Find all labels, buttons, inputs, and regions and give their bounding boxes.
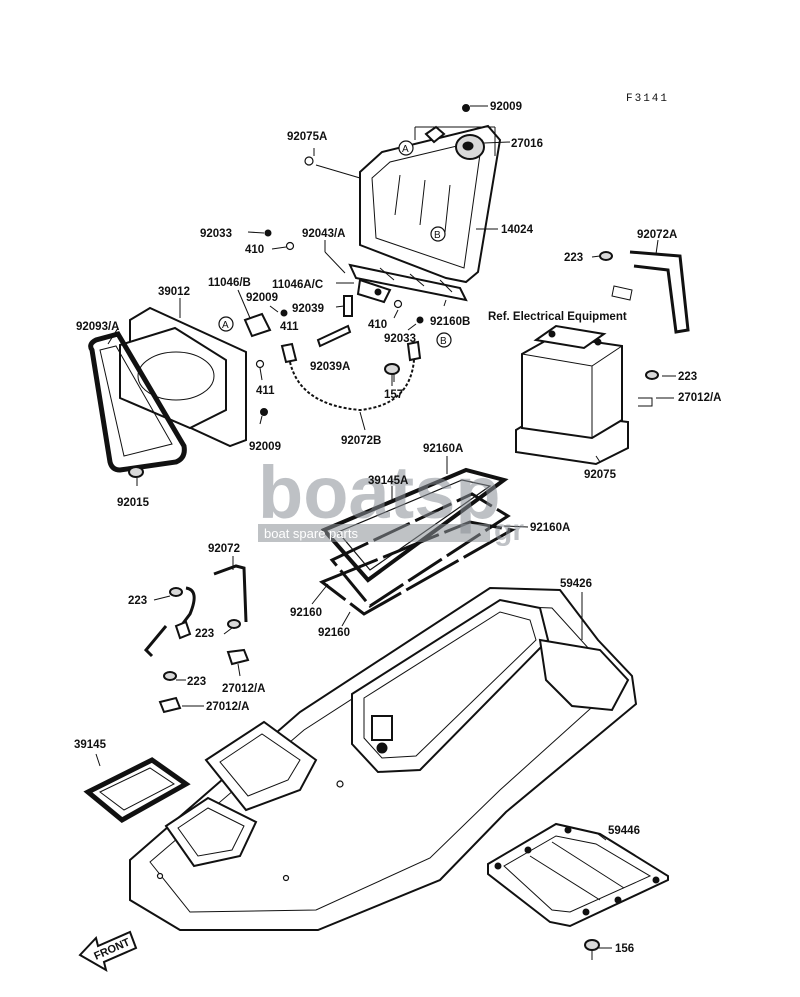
front-arrow: FRONT	[78, 930, 138, 973]
bracket-a	[243, 312, 272, 338]
label-92075a: 92075A	[287, 131, 327, 143]
label-410: 410	[245, 244, 264, 256]
gasket-92093a	[88, 331, 187, 473]
callout-a-case: A	[218, 316, 234, 332]
label-92075: 92075	[584, 469, 617, 481]
bolt-156	[584, 939, 600, 960]
part-labels: 92009 27016 92075A 14024 92033 410 92043…	[74, 101, 721, 955]
label-411-b: 411	[256, 385, 275, 397]
latch-27016	[424, 125, 485, 160]
strap-92072b	[280, 340, 422, 412]
rod-92043	[324, 251, 346, 274]
left-fasteners	[158, 587, 250, 714]
svg-text:B: B	[440, 336, 447, 347]
leader-lines	[95, 105, 676, 949]
ride-plate-59446	[487, 822, 669, 928]
watermark-tagline: boat spare parts	[264, 526, 358, 541]
label-39012: 39012	[158, 286, 190, 298]
screw-92009-top	[462, 104, 470, 112]
label-92009-b: 92009	[246, 292, 278, 304]
label-92160a-b: 92160A	[530, 522, 570, 534]
label-59446: 59446	[608, 825, 640, 837]
label-92039: 92039	[292, 303, 324, 315]
label-11046b: 11046/B	[208, 277, 251, 289]
pin-92039a	[316, 324, 352, 348]
label-223-c: 223	[128, 595, 147, 607]
label-223-d: 223	[195, 628, 214, 640]
label-92015: 92015	[117, 497, 150, 509]
callout-b-lid: B	[430, 226, 446, 242]
label-92033-b: 92033	[384, 333, 416, 345]
label-11046ac: 11046A/C	[272, 279, 323, 291]
label-411-a: 411	[280, 321, 299, 333]
label-92093a: 92093/A	[76, 321, 119, 333]
svg-text:A: A	[222, 320, 229, 331]
label-14024: 14024	[501, 224, 534, 236]
hull-59426	[129, 586, 638, 931]
bolt-157	[384, 363, 400, 386]
label-92160-a: 92160	[290, 607, 322, 619]
watermark-suffix: gr	[494, 514, 524, 547]
cap-92015	[128, 466, 144, 478]
strap-92072a	[611, 250, 690, 334]
label-92043a: 92043/A	[302, 228, 345, 240]
svg-text:A: A	[402, 144, 409, 155]
label-223-e: 223	[187, 676, 206, 688]
label-59426: 59426	[560, 578, 592, 590]
watermark: boatsp boat spare parts gr	[258, 451, 524, 547]
label-92072: 92072	[208, 543, 240, 555]
label-39145: 39145	[74, 739, 107, 751]
label-27012a-b: 27012/A	[222, 683, 265, 695]
label-223-b: 223	[678, 371, 697, 383]
label-410-b: 410	[368, 319, 387, 331]
battery	[515, 324, 629, 466]
callout-a-top: A	[398, 140, 414, 156]
label-92039a: 92039A	[310, 361, 350, 373]
svg-text:B: B	[434, 230, 441, 241]
battery-fasteners	[599, 251, 659, 407]
label-92072b: 92072B	[341, 435, 381, 447]
label-156: 156	[615, 943, 634, 955]
strap-92072	[143, 564, 248, 658]
label-92072a: 92072A	[637, 229, 677, 241]
label-92160a-a: 92160A	[423, 443, 463, 455]
label-223-a: 223	[564, 252, 583, 264]
storage-case-39012	[119, 306, 247, 448]
washer-92075a	[304, 156, 314, 166]
label-92009-c: 92009	[249, 441, 281, 453]
label-92009: 92009	[490, 101, 522, 113]
label-92160-b: 92160	[318, 627, 350, 639]
label-27012a-a: 27012/A	[678, 392, 721, 404]
label-27012a-c: 27012/A	[206, 701, 249, 713]
diagram-code: F3141	[626, 93, 669, 105]
hood-lid-14024	[359, 124, 502, 284]
label-92160b: 92160B	[430, 316, 470, 328]
small-fasteners	[255, 229, 424, 416]
label-39145a: 39145A	[368, 475, 408, 487]
watermark-main: boatsp	[258, 451, 501, 534]
label-157: 157	[384, 389, 403, 401]
label-92033: 92033	[200, 228, 232, 240]
label-27016: 27016	[511, 138, 543, 150]
ref-electrical-equipment: Ref. Electrical Equipment	[488, 311, 627, 323]
hinge-11046	[348, 263, 468, 304]
callout-b-strap: B	[436, 332, 452, 348]
gasket-39145	[83, 757, 191, 824]
